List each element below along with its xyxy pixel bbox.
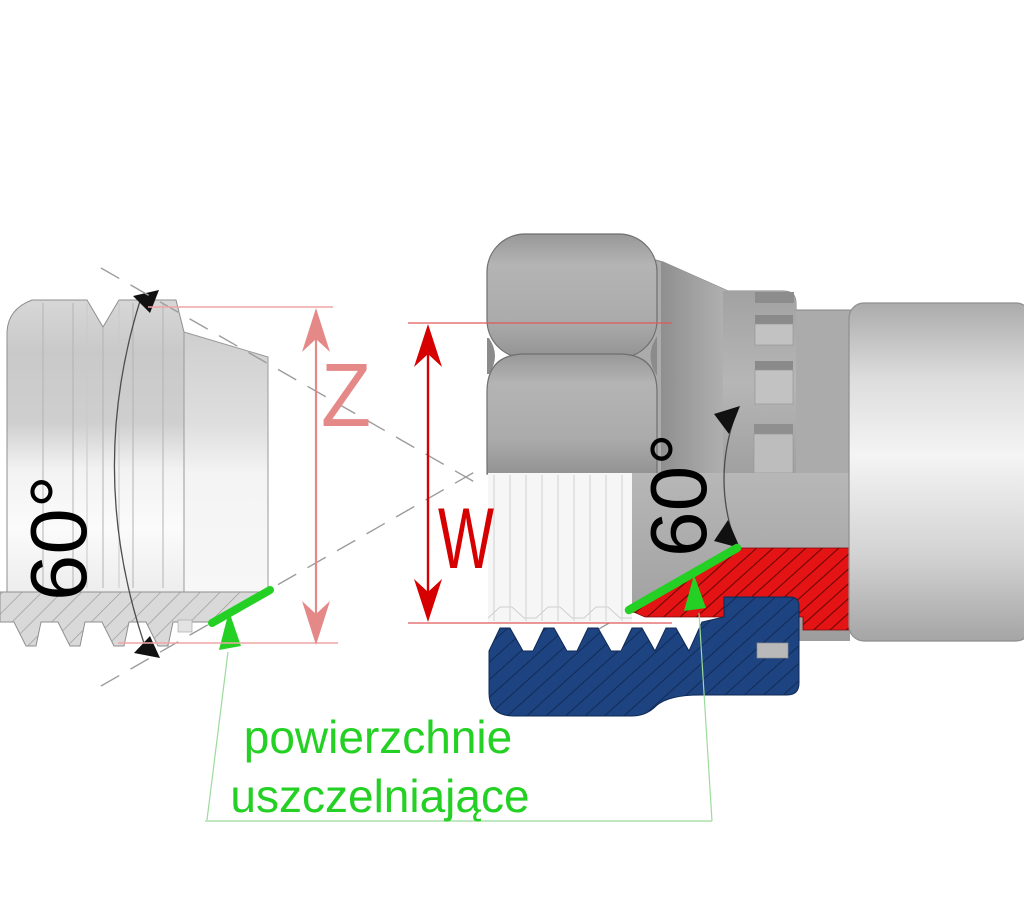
stub-groove-notch	[756, 642, 789, 659]
nut-hex-waist-right	[650, 336, 657, 376]
arc-arrowhead-top-left	[133, 290, 159, 313]
cone-construction-line-upper-left	[100, 267, 479, 485]
w-arrowhead-down	[414, 579, 442, 622]
collar-grooves	[753, 292, 794, 474]
male-section-hatch	[0, 592, 268, 646]
w-label: W	[438, 491, 494, 587]
nut-hex-waist-left	[487, 338, 495, 374]
female-nut-assembly	[486, 233, 1024, 717]
nut-hex-facet-top	[486, 233, 658, 359]
nut-internal-thread-window	[487, 473, 632, 623]
angle-arc-left	[113, 300, 147, 650]
seal-arrow-left	[219, 611, 241, 650]
callout-line2: uszczelniające	[230, 770, 529, 822]
z-arrowhead-up	[302, 308, 330, 352]
thread-flank-lines	[42, 303, 164, 588]
thread-relief-step	[177, 619, 193, 633]
sealing-surface-annotation: powierzchnie uszczelniające	[205, 543, 742, 822]
nut-hex-facet-bottom	[486, 353, 658, 475]
dimension-w: W	[408, 322, 672, 624]
angle-label-left: 60°	[14, 475, 103, 601]
angle-label-right: 60°	[634, 433, 723, 557]
seal-arrow-right	[684, 575, 706, 611]
nut-shoulder	[661, 261, 728, 474]
cone-construction-line-lower-left	[100, 469, 479, 687]
callout-leader-lines	[205, 612, 713, 822]
male-thread-body	[6, 299, 185, 593]
z-label: Z	[321, 346, 371, 446]
tube	[848, 302, 1024, 642]
seal-surface-highlight-left	[208, 586, 274, 627]
callout-line1: powierzchnie	[244, 711, 512, 763]
w-arrowhead-up	[414, 324, 442, 367]
section-blue-hatch	[489, 597, 799, 716]
dimension-z: Z	[118, 306, 371, 645]
arc-arrowhead-top-right	[714, 406, 740, 434]
seal-surface-highlight-right	[624, 543, 742, 615]
z-arrowhead-down	[302, 601, 330, 645]
male-fitting	[0, 290, 270, 658]
arc-arrowhead-bottom-right	[714, 520, 740, 548]
arc-arrowhead-bottom-left	[134, 636, 160, 658]
male-cone-nose	[183, 331, 269, 593]
